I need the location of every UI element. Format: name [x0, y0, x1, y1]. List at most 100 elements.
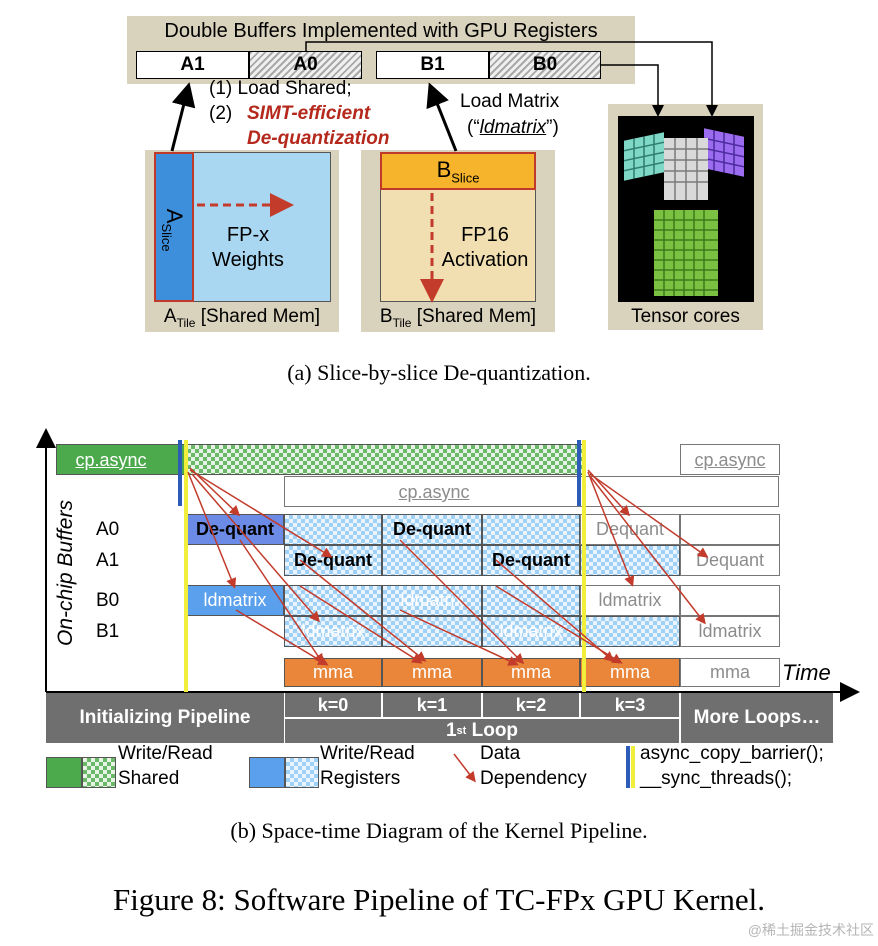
cp-async-future-1 — [680, 444, 780, 475]
iteration-k1: k=1 — [383, 693, 481, 717]
barrier-loop-blue — [577, 440, 581, 506]
b-slice — [380, 152, 536, 190]
iteration-k0: k=0 — [285, 693, 381, 717]
first-loop-text: Loop — [466, 720, 519, 741]
mma-k1: mma — [382, 658, 482, 687]
b-slice-sub: Slice — [451, 170, 480, 186]
legend-dependency-line-1: Data — [480, 743, 521, 764]
panel-a-arrows — [170, 41, 718, 303]
a0-dequant-k1: De-quant — [382, 514, 482, 545]
green-cube-stack — [654, 210, 718, 296]
a-tile-caption: ATile [Shared Mem] — [145, 306, 339, 330]
b-slice-main: B — [436, 157, 452, 182]
purple-matrix-grid — [704, 128, 744, 177]
a0-empty-future — [680, 514, 780, 545]
arrow-a-slice-to-a1 — [170, 82, 196, 152]
a-slice — [154, 152, 194, 302]
mma-k2: mma — [482, 658, 580, 687]
step-2-number: (2) — [209, 103, 233, 124]
legend-shared-line-1: Write/Read — [118, 743, 213, 764]
cp-async-initial-label: cp.async — [75, 450, 147, 470]
legend-barrier-blue — [626, 746, 630, 788]
legend-barrier-line-1: async_copy_barrier(); — [640, 743, 824, 764]
mma-future: mma — [680, 658, 780, 687]
mma-k0: mma — [284, 658, 382, 687]
ldmatrix-close: ”) — [546, 117, 559, 138]
barrier-initial-blue — [178, 440, 182, 506]
time-label: Time — [782, 660, 831, 685]
more-loops-bar: More Loops… — [681, 693, 833, 743]
legend-shared-checker — [82, 757, 116, 788]
buffer-b1: B1 — [376, 51, 489, 79]
mma-k3: mma — [580, 658, 680, 687]
b-tile-sub: Tile — [392, 315, 412, 330]
load-matrix-label: Load Matrix — [460, 91, 560, 112]
cp-async-future-1-label: cp.async — [694, 450, 766, 470]
tensor-cores-caption: Tensor cores — [631, 306, 740, 327]
b1-register-k3 — [580, 616, 680, 647]
ldmatrix-note: (“ldmatrix”) — [467, 117, 559, 139]
arrow-a0-to-tensor — [305, 41, 718, 117]
watermark: @稀土掘金技术社区 — [747, 922, 874, 938]
shared-buffer-loop-1 — [186, 444, 584, 475]
figure-title: Figure 8: Software Pipeline of TC-FPx GP… — [112, 882, 766, 917]
legend-dependency-arrow-icon — [453, 753, 476, 783]
activation-line-2: Activation — [441, 249, 529, 271]
activation-line-1: FP16 — [461, 224, 509, 246]
legend-barrier-line-2: __sync_threads(); — [640, 768, 793, 789]
step-simt: SIMT-efficient — [247, 103, 371, 124]
b-tile-caption: BTile [Shared Mem] — [361, 306, 555, 330]
iteration-k2: k=2 — [483, 693, 579, 717]
ldmatrix-word: ldmatrix — [479, 117, 547, 138]
row-label-a0: A0 — [96, 519, 120, 540]
buffer-b0: B0 — [489, 51, 601, 79]
cp-async-future-2-label: cp.async — [398, 482, 470, 502]
barrier-initial-yellow — [184, 440, 188, 692]
legend-shared-solid — [46, 757, 82, 788]
a-tile-rest: [Shared Mem] — [200, 306, 321, 327]
init-pipeline-bar: Initializing Pipeline — [46, 693, 284, 743]
a1-register-k1 — [382, 545, 482, 576]
weights-line-1: FP-x — [226, 224, 270, 246]
a-tile-sub: Tile — [176, 315, 196, 330]
legend-dependency-line-2: Dependency — [480, 768, 587, 789]
register-panel-title: Double Buffers Implemented with GPU Regi… — [164, 20, 598, 42]
cp-async-initial — [56, 444, 186, 475]
white-cube-stack — [664, 138, 708, 200]
first-loop-suffix: st — [456, 725, 467, 737]
caption-a: (a) Slice-by-slice De-quantization. — [287, 360, 591, 385]
arrow-b-slice-to-b1 — [426, 82, 458, 152]
a1-dequant-k2: De-quant — [482, 545, 580, 576]
row-label-b1: B1 — [96, 621, 120, 642]
legend-shared-line-2: Shared — [118, 768, 180, 789]
row-label-b0: B0 — [96, 590, 120, 611]
b-slice-label: BSlice — [380, 157, 536, 185]
b0-ldmatrix-k1: ldmatrix — [382, 585, 482, 616]
cp-async-future-2 — [284, 476, 779, 507]
step-dequant: De-quantization — [247, 128, 390, 149]
b1-ldmatrix-k0: ldmatrix — [284, 616, 382, 647]
a0-register-k2 — [482, 514, 580, 545]
b-tile-main: B — [379, 306, 393, 327]
a0-dequant-k0: De-quant — [186, 514, 284, 545]
b1-ldmatrix-k2: ldmatrix — [482, 616, 580, 647]
first-loop-number: 1 — [445, 720, 457, 741]
buffer-a0: A0 — [249, 51, 362, 79]
legend-registers-checker — [285, 757, 319, 788]
a-tile-main: A — [163, 306, 177, 327]
arrow-b0-to-tensor — [601, 64, 664, 117]
b1-register-k1 — [382, 616, 482, 647]
legend-barrier-yellow — [631, 746, 635, 788]
ldmatrix-open: (“ — [467, 117, 480, 138]
step-load-shared: (1) Load Shared; — [209, 78, 352, 99]
barrier-loop-yellow — [582, 440, 586, 692]
row-label-a1: A1 — [96, 550, 120, 571]
a0-register-k0 — [284, 514, 382, 545]
weights-line-2: Weights — [212, 249, 284, 271]
b0-ldmatrix-k0: ldmatrix — [186, 585, 284, 616]
legend-registers-solid — [249, 757, 285, 788]
a1-dequant-future: Dequant — [680, 545, 780, 576]
